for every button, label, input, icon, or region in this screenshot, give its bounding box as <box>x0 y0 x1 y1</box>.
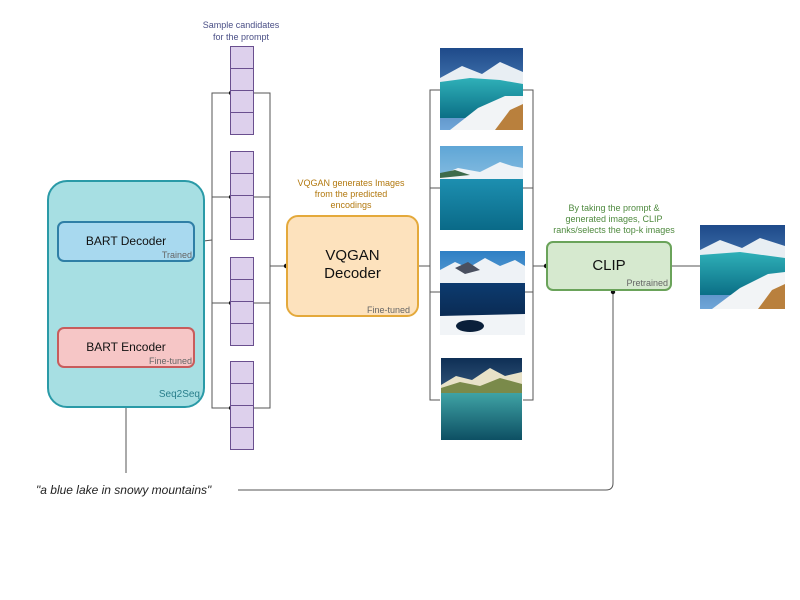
image-right-bracket <box>523 89 534 401</box>
bart-decoder-box <box>57 221 195 262</box>
token-right-bracket <box>254 92 271 409</box>
clip-tag: Pretrained <box>626 278 668 288</box>
clip-title: CLIP <box>592 257 626 274</box>
candidates-annotation: Sample candidates for the prompt <box>202 20 280 42</box>
generated-image-1 <box>440 48 523 130</box>
generated-image-4 <box>441 358 522 440</box>
bart-encoder-box <box>57 327 195 368</box>
image-left-bracket <box>429 89 440 401</box>
token-stack-1 <box>230 46 254 135</box>
bart-encoder-title: BART Encoder <box>86 340 166 354</box>
generated-image-2 <box>440 146 523 230</box>
output-image <box>700 225 785 309</box>
seq2seq-label: Seq2Seq <box>158 389 200 400</box>
token-cell <box>230 112 254 135</box>
seq2seq-container <box>47 180 205 408</box>
vqgan-annotation: VQGAN generates Images from the predicte… <box>297 178 405 210</box>
token-cell <box>230 217 254 240</box>
vqgan-decoder-box <box>286 215 419 317</box>
token-stack-4 <box>230 361 254 450</box>
token-cell <box>230 427 254 450</box>
clip-box <box>546 241 672 291</box>
vqgan-decoder-title: VQGAN Decoder <box>324 247 381 282</box>
token-stack-2 <box>230 151 254 240</box>
token-left-bracket <box>211 92 230 409</box>
bart-decoder-tag: Trained <box>161 250 192 260</box>
token-stack-3 <box>230 257 254 346</box>
bart-encoder-tag: Fine-tuned <box>148 356 192 366</box>
token-cell <box>230 323 254 346</box>
prompt-text: "a blue lake in snowy mountains" <box>36 483 212 497</box>
vqgan-decoder-tag: Fine-tuned <box>366 305 410 315</box>
clip-annotation: By taking the prompt & generated images,… <box>553 203 675 235</box>
generated-image-3 <box>440 251 525 335</box>
prompt-to-clip-line <box>238 292 614 491</box>
bart-decoder-title: BART Decoder <box>85 234 167 248</box>
